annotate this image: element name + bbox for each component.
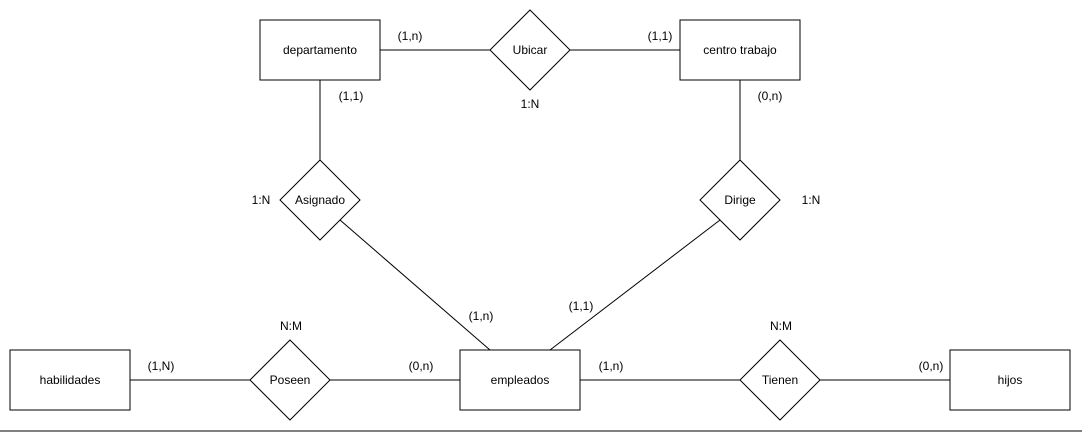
entity-centro-trabajo[interactable]: centro trabajo (679, 19, 801, 81)
cardinality-ubicar-centro: (1,1) (648, 29, 673, 43)
cardinality-dep-asignado: (1,1) (339, 89, 364, 103)
ratio-ubicar: 1:N (521, 97, 540, 111)
cardinality-tienen-hijos: (0,n) (919, 359, 944, 373)
relationship-dirige[interactable]: Dirige (699, 159, 781, 241)
relationship-label: Asignado (295, 193, 345, 207)
entity-habilidades[interactable]: habilidades (9, 349, 131, 411)
cardinality-emp-tienen: (1,n) (599, 359, 624, 373)
ratio-dirige: 1:N (802, 193, 821, 207)
relationship-ubicar[interactable]: Ubicar (489, 9, 571, 91)
ratio-tienen: N:M (770, 319, 792, 333)
cardinality-hab-poseen: (1,N) (148, 359, 175, 373)
entity-label: habilidades (40, 373, 101, 387)
entity-label: hijos (998, 373, 1023, 387)
entity-hijos[interactable]: hijos (949, 349, 1071, 411)
relationship-label: Dirige (724, 193, 756, 207)
cardinality-dep-ubicar: (1,n) (398, 29, 423, 43)
edge-dirige-emp (549, 219, 721, 351)
entity-label: empleados (491, 373, 550, 387)
cardinality-poseen-emp: (0,n) (409, 359, 434, 373)
relationship-poseen[interactable]: Poseen (249, 339, 331, 421)
relationship-label: Tienen (762, 373, 798, 387)
relationship-label: Ubicar (513, 43, 548, 57)
cardinality-dirige-emp: (1,1) (569, 299, 594, 313)
entity-label: centro trabajo (703, 43, 777, 57)
edge-asignado-emp (339, 219, 491, 351)
cardinality-asignado-emp: (1,n) (469, 309, 494, 323)
relationship-label: Poseen (270, 373, 311, 387)
cardinality-centro-dirige: (0,n) (758, 89, 783, 103)
entity-empleados[interactable]: empleados (459, 349, 581, 411)
ratio-poseen: N:M (280, 319, 302, 333)
relationship-tienen[interactable]: Tienen (739, 339, 821, 421)
entity-label: departamento (283, 43, 357, 57)
entity-departamento[interactable]: departamento (259, 19, 381, 81)
ratio-asignado: 1:N (252, 193, 271, 207)
relationship-asignado[interactable]: Asignado (279, 159, 361, 241)
